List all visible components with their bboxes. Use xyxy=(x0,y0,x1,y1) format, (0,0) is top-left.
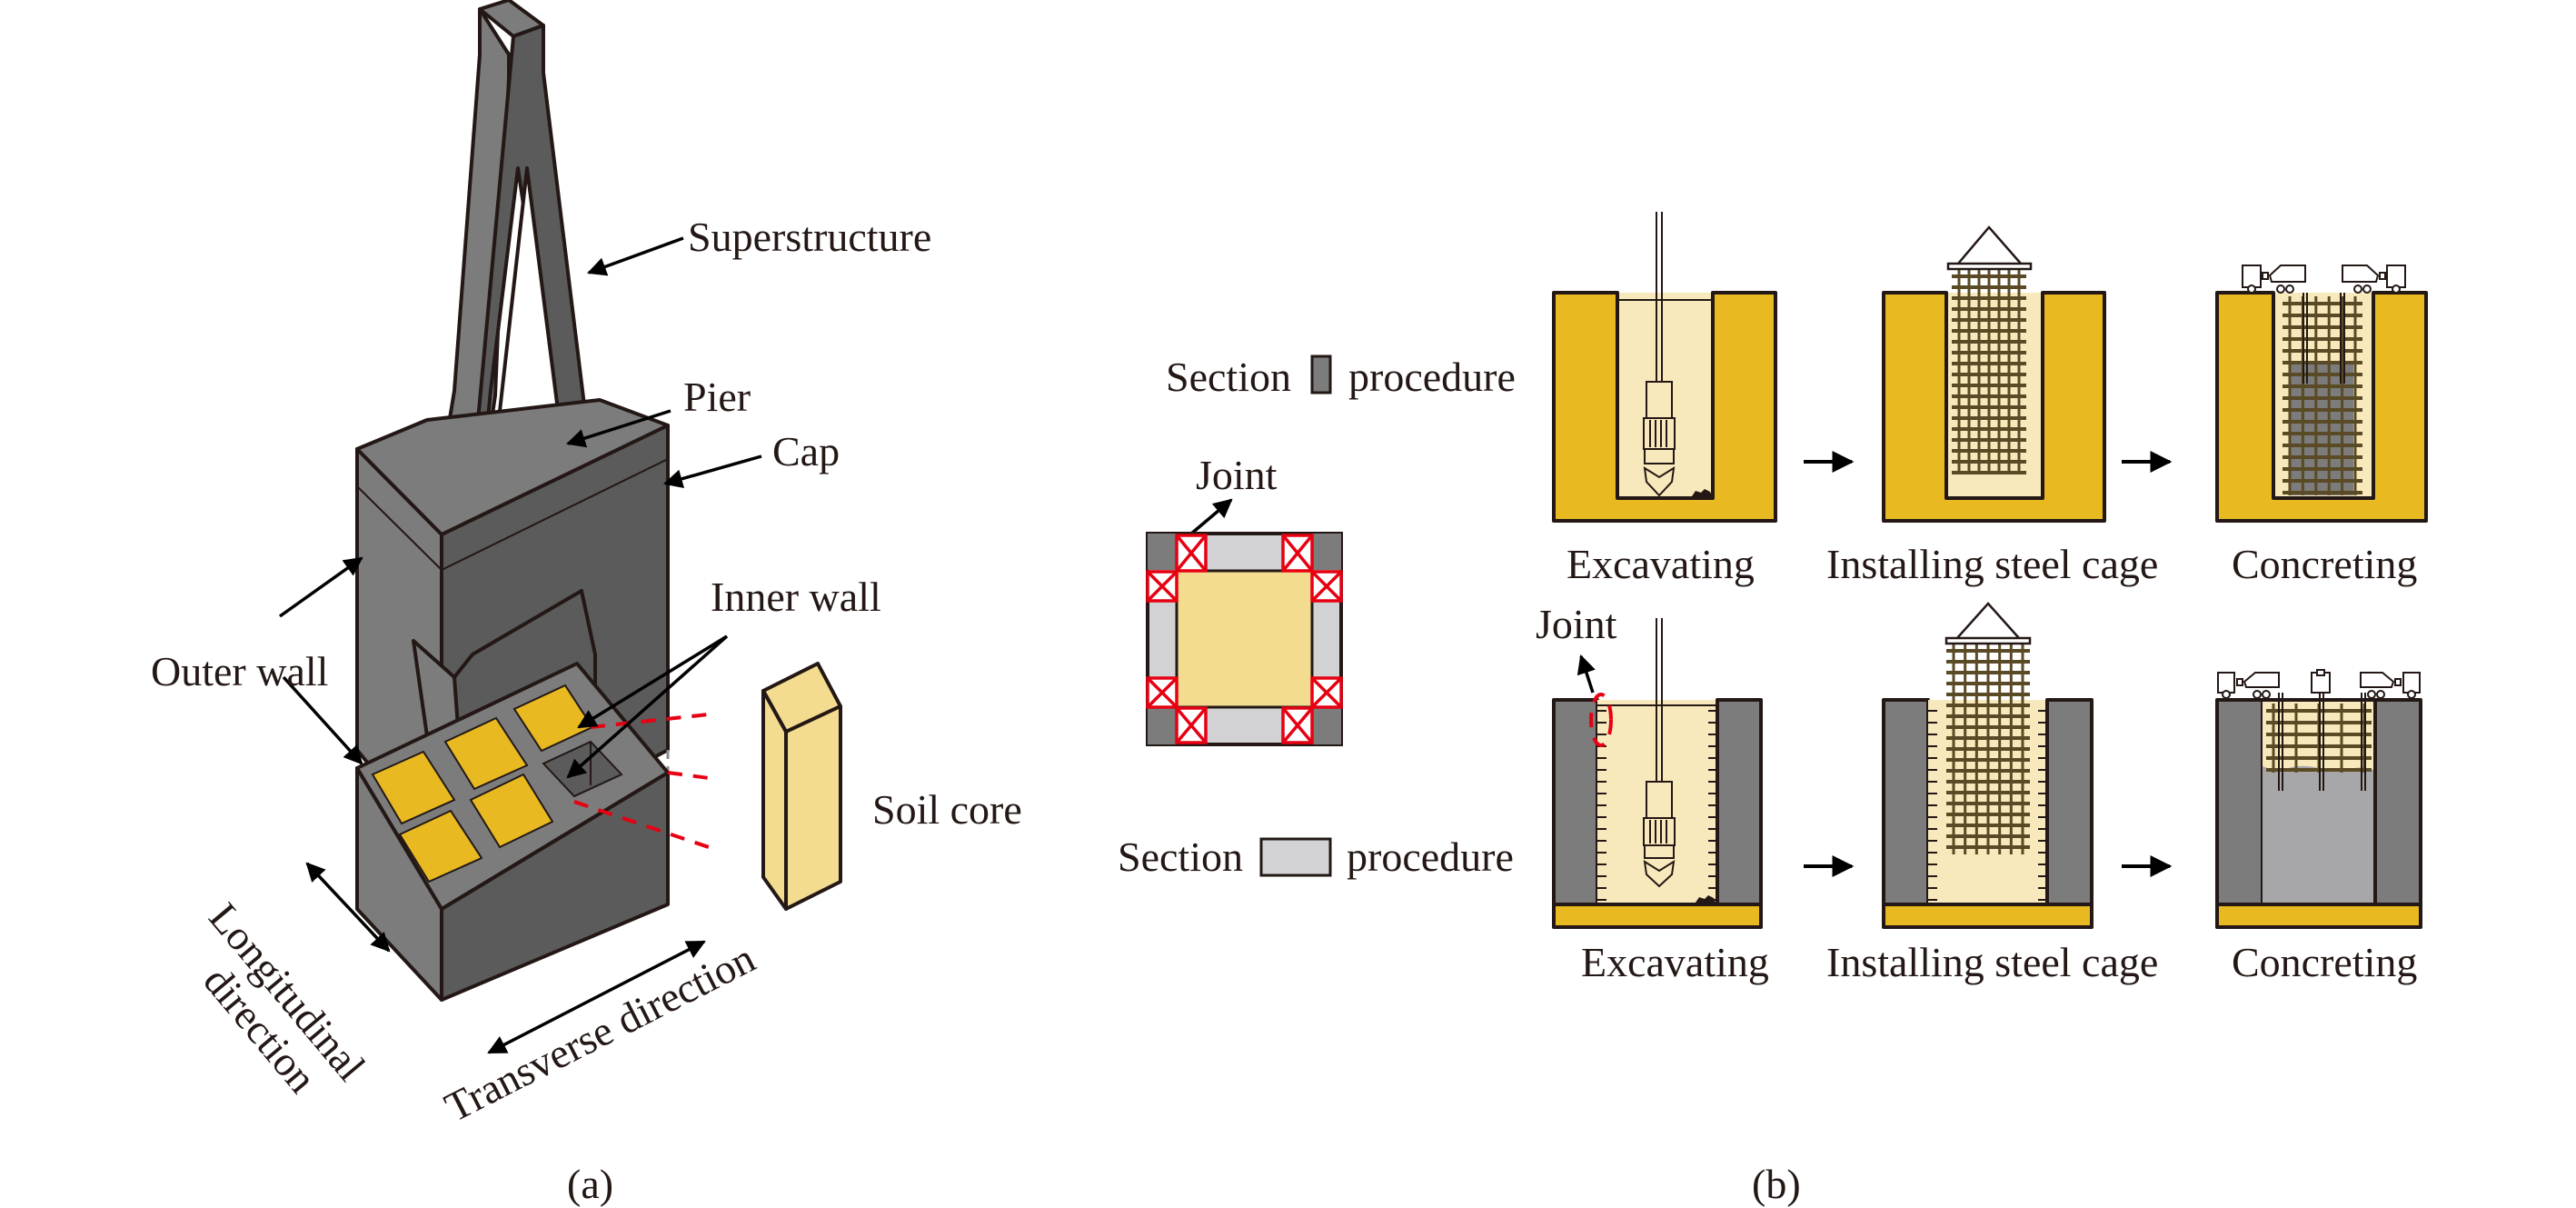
inner-wall-arrow-2 xyxy=(566,634,729,779)
row2-step-excavating xyxy=(1552,618,1763,929)
joint-marker xyxy=(1310,570,1343,603)
row1-step-concreting xyxy=(2215,265,2428,523)
plan-joint-label: Joint xyxy=(1196,452,1278,498)
joint-marker xyxy=(1175,534,1208,573)
outer-wall-arrow-upper xyxy=(278,556,363,618)
inner-wall-arrow-1 xyxy=(577,634,728,729)
label-cap: Cap xyxy=(772,428,840,474)
label-superstructure: Superstructure xyxy=(688,214,931,260)
legend2-procedure: procedure xyxy=(1347,834,1514,880)
annotation-arrows xyxy=(278,236,762,1054)
row2-step-installing-steel-cage xyxy=(1882,602,2094,929)
row2-label-concreting: Concreting xyxy=(2232,939,2417,985)
steel-cage-icon xyxy=(1946,644,2030,854)
label-soil-core: Soil core xyxy=(872,786,1022,833)
legend1-section: Section xyxy=(1166,354,1291,400)
tremie-hopper-icon xyxy=(2311,669,2331,694)
row2-joint-label: Joint xyxy=(1536,601,1617,647)
pier-arrow xyxy=(565,409,671,448)
superstructure-arrow xyxy=(587,236,684,276)
joint-marker xyxy=(1281,534,1314,573)
caption-b: (b) xyxy=(1752,1161,1801,1207)
legend1-swatch-dark-gray xyxy=(1310,354,1332,394)
grab-excavator-icon xyxy=(1643,781,1676,888)
mixer-truck-left-icon xyxy=(2217,672,2280,699)
legend2-section: Section xyxy=(1118,834,1243,880)
lifting-sling-icon xyxy=(1956,602,2020,639)
caption-a: (a) xyxy=(567,1161,613,1207)
row2-joint-arrow xyxy=(1576,654,1596,694)
transverse-double-arrow xyxy=(487,940,706,1054)
plan-joint-arrow xyxy=(1189,498,1233,536)
joint-marker xyxy=(1146,676,1179,709)
legend2-swatch-light-gray xyxy=(1259,837,1332,877)
plan-view: Joint xyxy=(1146,452,1343,746)
lifting-sling-icon xyxy=(1957,225,2022,265)
longitudinal-double-arrow xyxy=(305,862,391,953)
label-inner-wall: Inner wall xyxy=(711,574,881,620)
mixer-truck-right-icon xyxy=(2360,672,2421,699)
mixer-truck-right-icon xyxy=(2342,265,2406,294)
grab-excavator-icon xyxy=(1643,381,1676,497)
label-outer-wall: Outer wall xyxy=(151,648,328,694)
row2-label-installing-steel-cage: Installing steel cage xyxy=(1826,939,2158,985)
row1-label-installing-steel-cage: Installing steel cage xyxy=(1826,541,2158,587)
row1-label-concreting: Concreting xyxy=(2232,541,2417,587)
row2-label-excavating: Excavating xyxy=(1581,939,1769,985)
label-pier: Pier xyxy=(683,374,751,420)
row1-label-excavating: Excavating xyxy=(1566,541,1755,587)
soil-core-shape xyxy=(761,662,842,911)
joint-marker xyxy=(1175,706,1208,744)
steel-cage-icon xyxy=(1952,269,2026,474)
joint-marker xyxy=(1281,706,1314,744)
legend1-procedure: procedure xyxy=(1348,354,1516,400)
joint-marker xyxy=(1146,570,1179,603)
row1-step-installing-steel-cage xyxy=(1882,225,2106,523)
row1-step-excavating xyxy=(1552,212,1777,523)
cap-arrow xyxy=(662,454,762,488)
panel-a: Superstructure Pier Cap Inner wall Outer… xyxy=(151,0,1022,1207)
mixer-truck-left-icon xyxy=(2242,265,2306,294)
outer-wall-arrow-lower xyxy=(282,675,363,765)
panel-b: Section procedure Joint xyxy=(1118,212,2428,1207)
joint-marker xyxy=(1310,676,1343,709)
row2-step-concreting xyxy=(2215,669,2422,929)
